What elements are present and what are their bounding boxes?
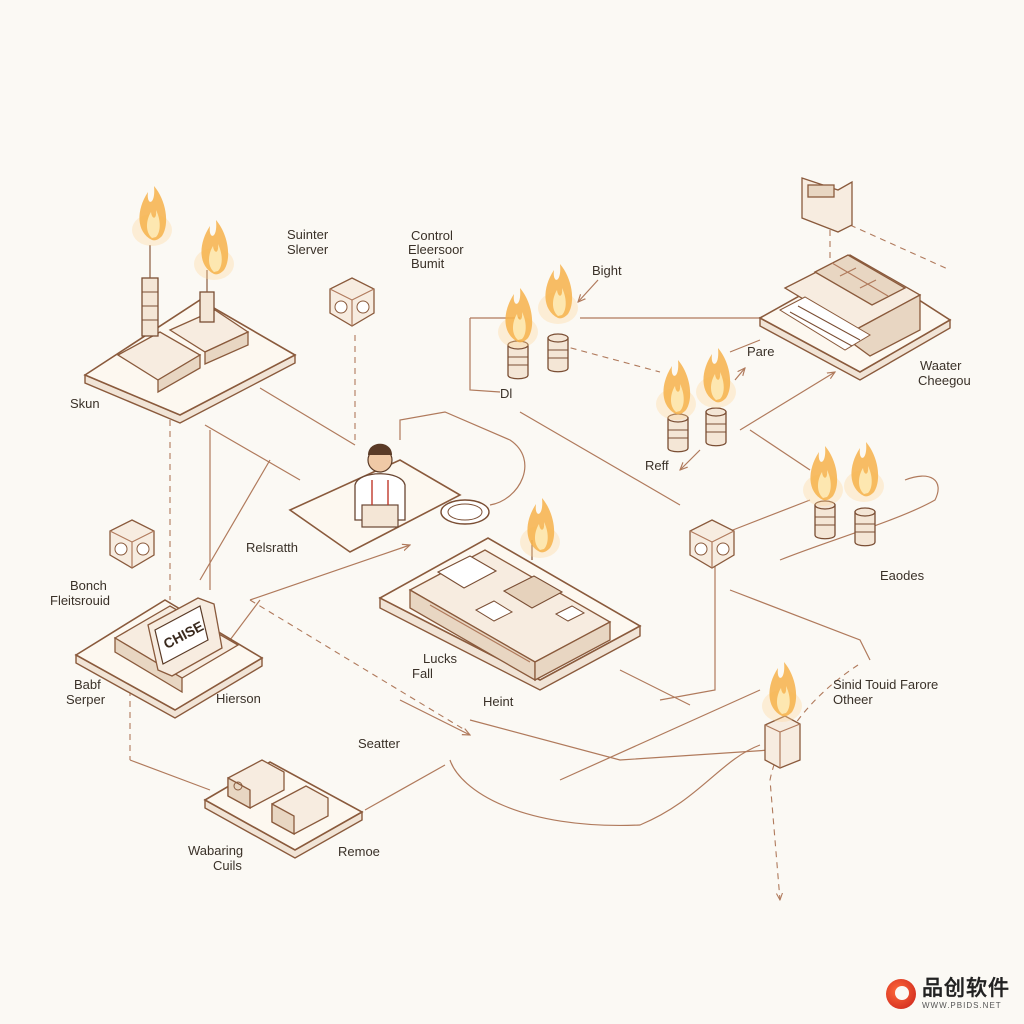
label-seatter: Seatter bbox=[358, 736, 401, 751]
brand-logo: 品创软件 WWW.PBIDS.NET bbox=[886, 978, 1010, 1010]
sensor-cube-icon bbox=[689, 519, 735, 569]
label-babf: Babf bbox=[74, 677, 101, 692]
label-dl: Dl bbox=[500, 386, 512, 401]
logo-name: 品创软件 bbox=[922, 977, 1010, 1000]
module-wabaring bbox=[203, 759, 364, 859]
label-eaodes: Eaodes bbox=[880, 568, 925, 583]
flame-icon bbox=[696, 348, 736, 408]
burner-can-icon bbox=[547, 333, 569, 373]
label-eleersoor: Eleersoor bbox=[408, 242, 464, 257]
flame-icon bbox=[520, 498, 560, 558]
burner-can-icon bbox=[705, 407, 727, 447]
label-control: Control bbox=[411, 228, 453, 243]
label-bight: Bight bbox=[592, 263, 622, 278]
label-sinid: Sinid Touid Farore bbox=[833, 677, 938, 692]
pillar-sinid bbox=[764, 715, 801, 769]
label-heint: Heint bbox=[483, 694, 514, 709]
platform-skun bbox=[83, 245, 297, 424]
label-fall: Fall bbox=[412, 666, 433, 681]
flame-icon bbox=[844, 442, 884, 502]
label-bumit: Bumit bbox=[411, 256, 445, 271]
flame-icon bbox=[194, 220, 234, 280]
connector-lines bbox=[129, 224, 951, 900]
label-relsratth: Relsratth bbox=[246, 540, 298, 555]
label-slerver: Slerver bbox=[287, 242, 329, 257]
sensor-cube-icon bbox=[329, 277, 375, 327]
label-suinter: Suinter bbox=[287, 227, 329, 242]
logo-url: WWW.PBIDS.NET bbox=[922, 1001, 1002, 1010]
burner-can-icon bbox=[814, 500, 836, 540]
label-pare: Pare bbox=[747, 344, 774, 359]
label-wabaring: Wabaring bbox=[188, 843, 243, 858]
flame-icon bbox=[656, 360, 696, 420]
labels: Suinter Slerver Control Eleersoor Bumit … bbox=[50, 227, 971, 873]
label-otheer: Otheer bbox=[833, 692, 873, 707]
label-lucks: Lucks bbox=[423, 651, 457, 666]
flame-icon bbox=[762, 662, 802, 722]
label-waater: Waater bbox=[920, 358, 962, 373]
flame-icon bbox=[132, 186, 172, 246]
label-reff: Reff bbox=[645, 458, 669, 473]
burner-can-icon bbox=[854, 507, 876, 547]
flame-icon bbox=[538, 264, 578, 324]
server-babf: CHISE bbox=[74, 597, 264, 719]
label-cuils: Cuils bbox=[213, 858, 242, 873]
main-unit bbox=[378, 537, 642, 691]
label-serper: Serper bbox=[66, 692, 106, 707]
label-cheegou: Cheegou bbox=[918, 373, 971, 388]
flame-icon bbox=[803, 446, 843, 506]
label-bonch: Bonch bbox=[70, 578, 107, 593]
label-hierson: Hierson bbox=[216, 691, 261, 706]
workstation-relsratth bbox=[288, 443, 490, 553]
sensor-cube-icon bbox=[109, 519, 155, 569]
label-skun: Skun bbox=[70, 396, 100, 411]
label-remoe: Remoe bbox=[338, 844, 380, 859]
label-fleitsrouid: Fleitsrouid bbox=[50, 593, 110, 608]
console-waater bbox=[758, 177, 952, 381]
logo-icon bbox=[886, 979, 916, 1009]
